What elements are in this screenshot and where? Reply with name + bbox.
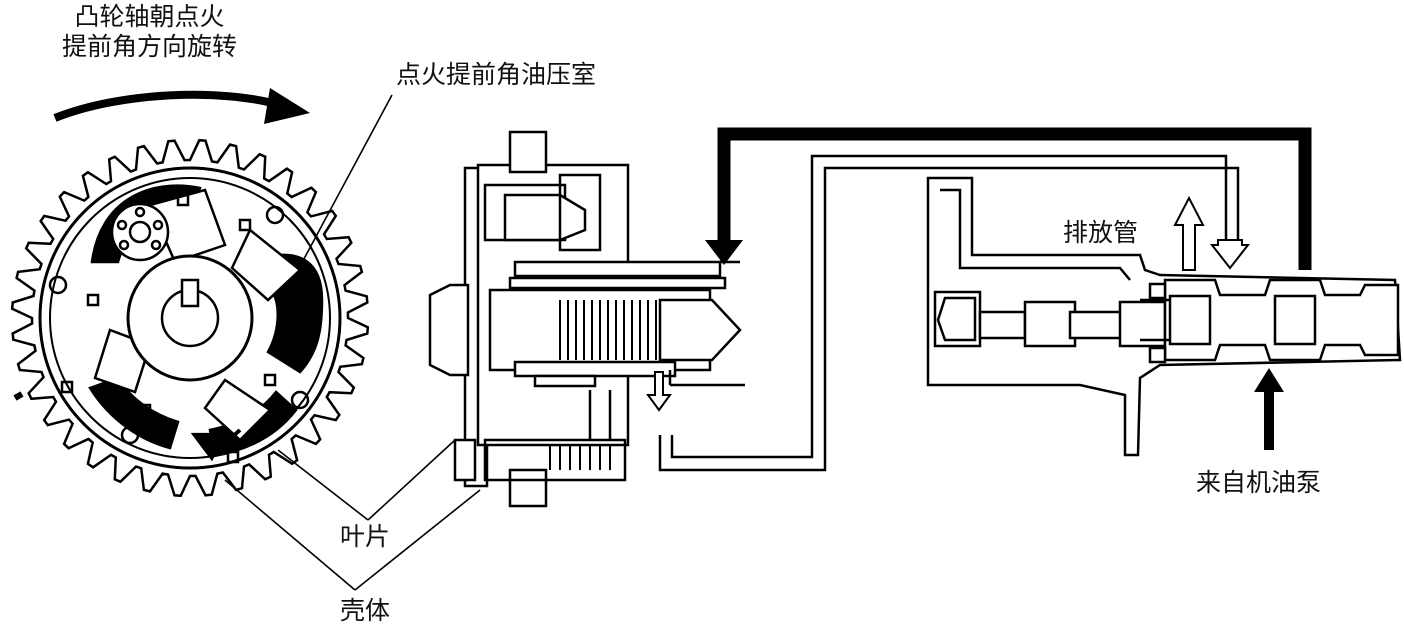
spool-valve [1163, 278, 1400, 362]
bolt-hole [265, 205, 285, 225]
actuator-cross-section [428, 130, 745, 508]
advance-flow-arrow [705, 240, 743, 265]
rotation-direction-label: 凸轮轴朝点火 提前角方向旋转 [62, 2, 237, 62]
rotation-label-line2: 提前角方向旋转 [62, 32, 238, 61]
retard-flow-arrow [1209, 239, 1251, 270]
drain-label: 排放管 [1063, 218, 1139, 247]
sprocket-assembly [10, 138, 370, 498]
rotation-arrow [53, 88, 310, 124]
drain-up-arrow [1173, 195, 1205, 271]
vane-3 [203, 378, 272, 442]
rotation-label-line1: 凸轮轴朝点火 [74, 2, 225, 31]
oil-pump-label: 来自机油泵 [1196, 468, 1322, 497]
keyway [180, 278, 200, 308]
camshaft-threads [559, 300, 657, 360]
oil-control-valve [926, 176, 1402, 457]
housing-outer-ring [38, 166, 342, 470]
bolt-hole [120, 425, 140, 445]
chamber-advance-3 [88, 376, 180, 450]
oil-supply-line [717, 127, 1312, 270]
bolt-hole [48, 275, 68, 295]
center-bolt-hex [428, 283, 470, 377]
lock-pin-body [110, 202, 170, 262]
bolt-hole [290, 390, 310, 410]
oil-return-line [658, 154, 1240, 472]
housing-label: 壳体 [340, 596, 391, 625]
advance-chamber-label: 点火提前角油压室 [396, 60, 597, 89]
vane-direction-arrow [190, 428, 242, 462]
vane-2 [230, 228, 302, 302]
pump-supply-arrow [1254, 368, 1284, 450]
vane-label: 叶片 [340, 522, 391, 551]
leader-lines [224, 94, 481, 591]
drain-arrow-small [646, 371, 672, 412]
